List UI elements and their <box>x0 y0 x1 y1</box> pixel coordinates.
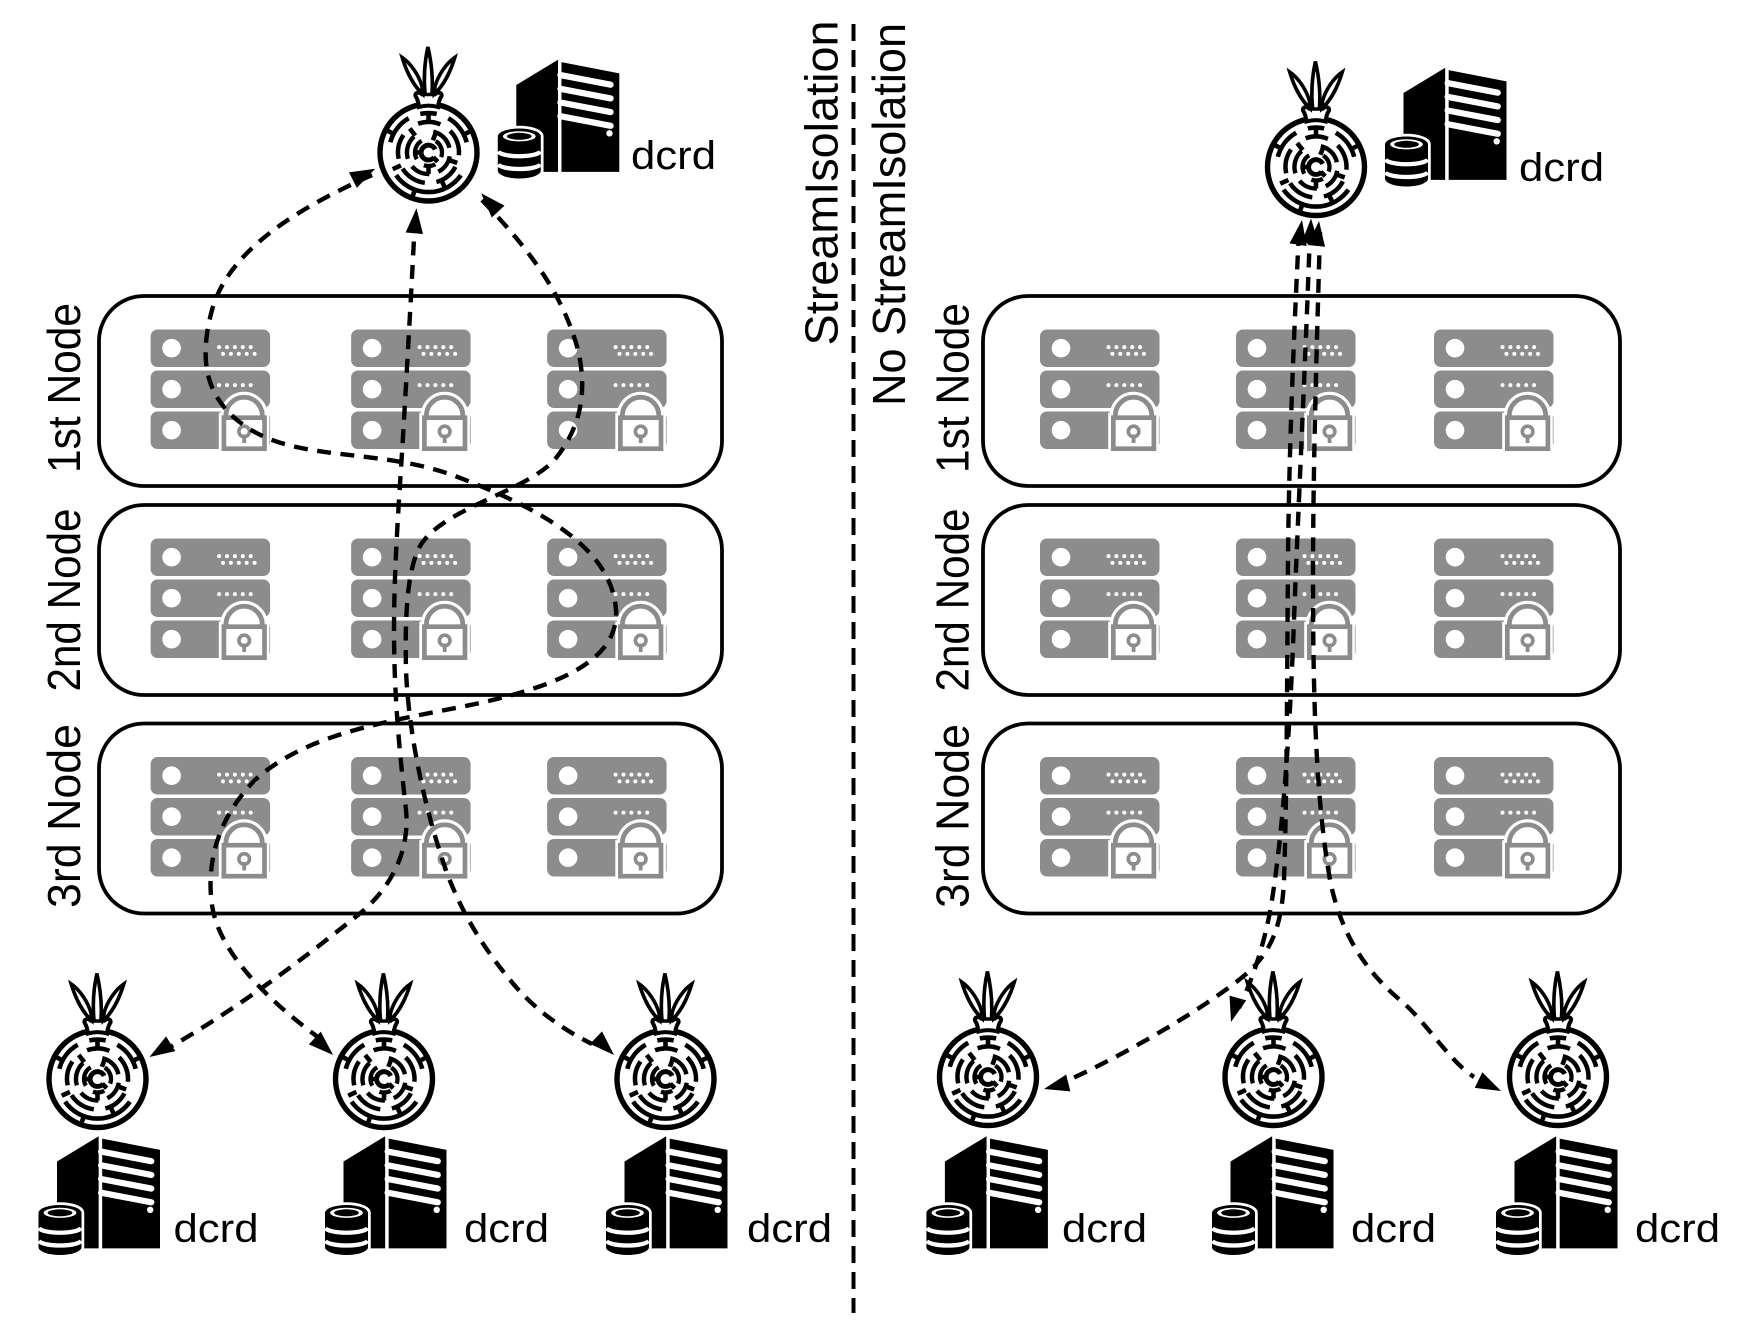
svg-text:dcrd: dcrd <box>464 1207 549 1251</box>
svg-text:dcrd: dcrd <box>631 134 716 178</box>
svg-text:2nd Node: 2nd Node <box>38 509 90 692</box>
svg-text:dcrd: dcrd <box>1519 146 1604 190</box>
svg-text:1st Node: 1st Node <box>927 303 979 473</box>
svg-text:dcrd: dcrd <box>1635 1207 1720 1251</box>
svg-text:1st Node: 1st Node <box>38 303 90 473</box>
svg-text:2nd Node: 2nd Node <box>927 509 979 692</box>
svg-text:3rd Node: 3rd Node <box>38 724 90 908</box>
svg-text:dcrd: dcrd <box>1062 1207 1147 1251</box>
svg-text:dcrd: dcrd <box>174 1207 259 1251</box>
svg-text:3rd Node: 3rd Node <box>927 724 979 908</box>
svg-text:No StreamIsolation: No StreamIsolation <box>863 23 915 406</box>
svg-text:dcrd: dcrd <box>747 1207 832 1251</box>
svg-text:dcrd: dcrd <box>1351 1207 1436 1251</box>
svg-text:StreamIsolation: StreamIsolation <box>796 21 848 346</box>
